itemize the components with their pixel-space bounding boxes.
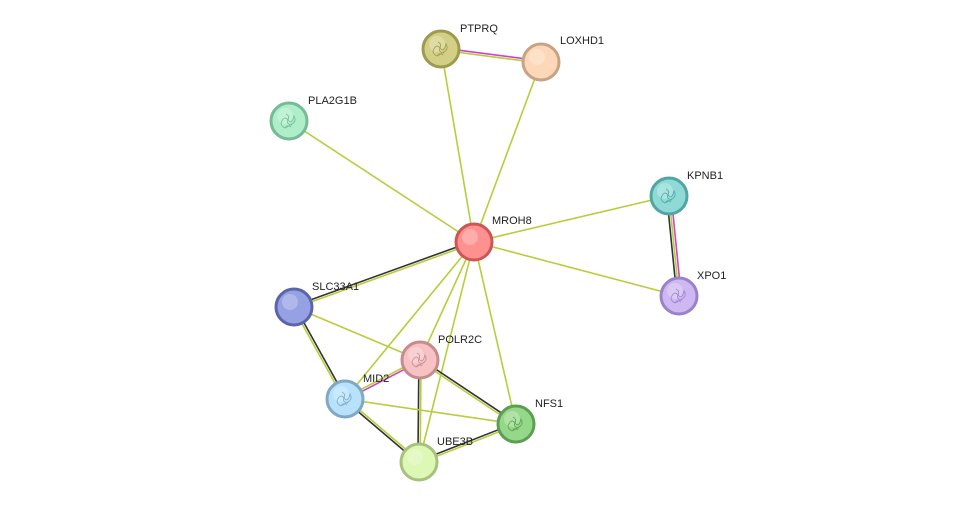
- edge-mid2-nfs1: [344, 398, 517, 425]
- node-circle[interactable]: [521, 42, 561, 82]
- edge-mroh8-mid2: [344, 241, 475, 400]
- node-kpnb1[interactable]: KPNB1: [649, 170, 723, 216]
- protein-structure-icon: [280, 113, 296, 129]
- node-label: KPNB1: [687, 170, 723, 182]
- node-mid2[interactable]: MID2: [325, 373, 389, 419]
- node-highlight: [529, 49, 545, 65]
- edge-channel: [419, 241, 475, 361]
- edge-channel: [294, 242, 475, 309]
- edge-channel: [293, 240, 474, 307]
- edge-channel: [473, 241, 517, 425]
- node-slc33a1[interactable]: SLC33A1: [274, 281, 359, 327]
- edge-mroh8-slc33a1: [293, 240, 475, 309]
- node-highlight: [333, 386, 349, 402]
- node-label: PTPRQ: [460, 23, 498, 35]
- edge-mroh8-loxhd1: [473, 61, 542, 243]
- edge-channel: [440, 48, 475, 243]
- node-loxhd1[interactable]: LOXHD1: [521, 35, 604, 82]
- edge-mroh8-xpo1: [473, 241, 680, 297]
- node-label: UBE3B: [437, 436, 473, 448]
- edge-slc33a1-polr2c: [293, 306, 421, 361]
- node-label: MID2: [363, 373, 389, 385]
- edge-mroh8-ube3b: [418, 241, 475, 463]
- node-label: NFS1: [535, 398, 563, 410]
- node-highlight: [462, 229, 478, 245]
- node-xpo1[interactable]: XPO1: [659, 270, 726, 316]
- edge-channel: [344, 398, 517, 425]
- node-highlight: [277, 108, 293, 124]
- node-pla2g1b[interactable]: PLA2G1B: [269, 95, 357, 141]
- protein-structure-icon: [507, 416, 523, 432]
- node-highlight: [282, 294, 298, 310]
- node-highlight: [407, 449, 423, 465]
- node-label: XPO1: [697, 270, 726, 282]
- node-circle[interactable]: [399, 442, 439, 482]
- edge-mroh8-kpnb1: [473, 195, 670, 243]
- node-highlight: [657, 183, 673, 199]
- edge-channel: [473, 61, 542, 243]
- node-highlight: [429, 36, 445, 52]
- protein-structure-icon: [336, 391, 352, 407]
- node-ube3b[interactable]: UBE3B: [399, 436, 473, 482]
- edge-channel: [344, 241, 475, 400]
- edge-mroh8-ptprq: [440, 48, 475, 243]
- node-circle[interactable]: [274, 287, 314, 327]
- protein-structure-icon: [660, 188, 676, 204]
- node-highlight: [667, 283, 683, 299]
- protein-structure-icon: [411, 352, 427, 368]
- protein-structure-icon: [432, 41, 448, 57]
- node-nfs1[interactable]: NFS1: [496, 398, 563, 444]
- node-label: MROH8: [492, 215, 532, 227]
- edge-channel: [473, 195, 670, 243]
- edge-channel: [418, 241, 475, 463]
- node-label: POLR2C: [438, 334, 482, 346]
- edge-channel: [473, 241, 680, 297]
- edge-mroh8-polr2c: [419, 241, 475, 361]
- node-circle[interactable]: [454, 222, 494, 262]
- edge-channel: [293, 306, 421, 361]
- node-highlight: [408, 347, 424, 363]
- node-ptprq[interactable]: PTPRQ: [421, 23, 498, 69]
- protein-structure-icon: [670, 288, 686, 304]
- node-mroh8[interactable]: MROH8: [454, 215, 532, 262]
- node-polr2c[interactable]: POLR2C: [400, 334, 482, 380]
- node-label: LOXHD1: [560, 35, 604, 47]
- edge-mroh8-pla2g1b: [288, 120, 475, 243]
- node-label: SLC33A1: [312, 281, 359, 293]
- node-highlight: [504, 411, 520, 427]
- node-label: PLA2G1B: [308, 95, 357, 107]
- edge-channel: [288, 120, 475, 243]
- edge-mroh8-nfs1: [473, 241, 517, 425]
